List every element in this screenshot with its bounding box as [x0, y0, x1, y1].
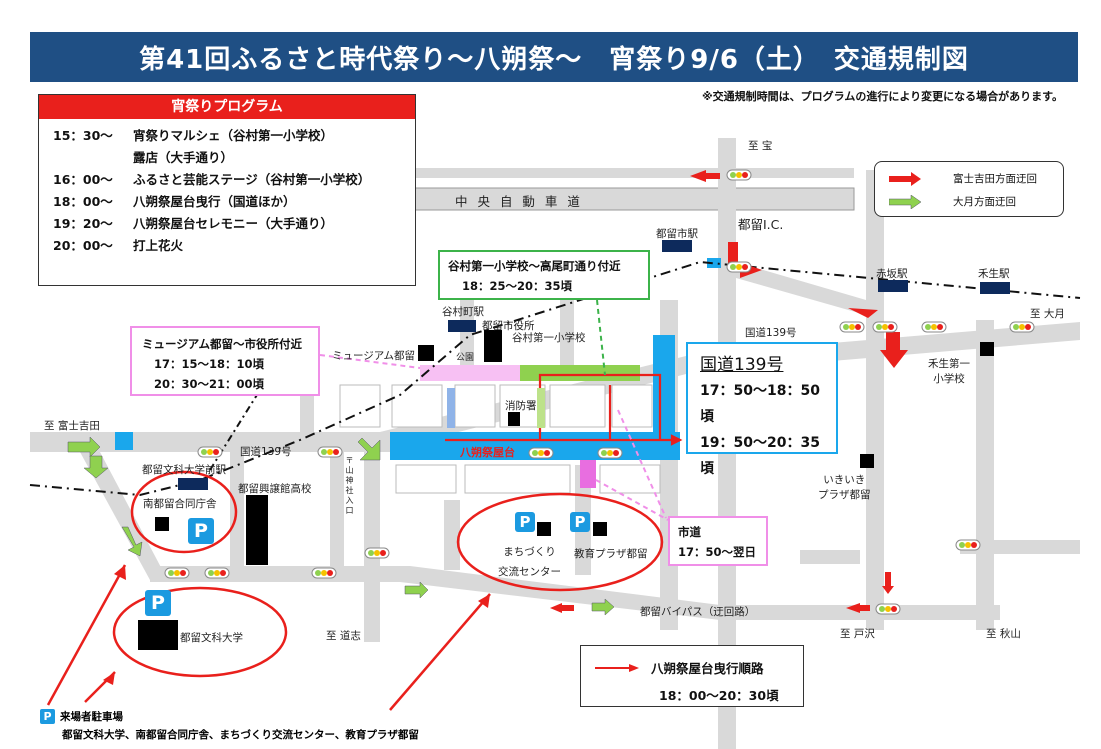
city-blocks: [339, 384, 661, 494]
label-expressway: 中 央 自 動 車 道: [455, 194, 583, 209]
callout-museum: ミュージアム都留〜市役所付近 17：15〜18：10頃 20：30〜21：00頃: [130, 326, 320, 396]
program-item: 露店（大手通り）: [133, 150, 234, 165]
label-park: 公園: [456, 353, 475, 363]
page-title: 第41回ふるさと時代祭り〜八朔祭〜 宵祭り9/6（土） 交通規制図: [30, 32, 1078, 82]
program-box: 宵祭りプログラム 15：30〜宵祭りマルシェ（谷村第一小学校） 露店（大手通り）…: [38, 94, 416, 286]
program-header: 宵祭りプログラム: [39, 95, 415, 119]
green-callout-line: [596, 299, 606, 376]
label-yamuramachi-station: 谷村町駅: [442, 306, 484, 318]
callout-route139: 国道139号 17：50〜18：50頃 19：50〜20：35頃: [686, 342, 838, 477]
label-koujou-hs: 都留興譲館高校: [238, 483, 312, 495]
label-route139-west: 国道139号: [240, 446, 292, 458]
label-museum: ミュージアム都留: [332, 350, 416, 362]
green-segment: [520, 365, 640, 381]
yatai-route: [445, 373, 683, 446]
green-arrow-icon: [889, 194, 922, 209]
label-tsurushi-station: 都留市駅: [656, 228, 698, 240]
label-fire-station: 消防署: [505, 400, 537, 412]
label-kyouiku: 教育プラザ都留: [574, 548, 648, 560]
pink-callout-lines: [319, 354, 669, 521]
label-tsuru-ic: 都留I.C.: [738, 217, 784, 232]
program-item: 19：20〜八朔祭屋台セレモニー（大手通り）: [53, 216, 334, 231]
label-ikiiki: いきいきプラザ都留: [818, 474, 871, 501]
label-machizukuri: まちづくり交流センター: [498, 546, 561, 578]
label-to-takara: 至 宝: [748, 140, 773, 152]
label-to-akiyama: 至 秋山: [986, 628, 1021, 640]
label-to-fujiyoshida: 至 富士吉田: [44, 420, 100, 432]
label-yamura-school: 谷村第一小学校: [512, 332, 586, 344]
callout-citystreet: 市道 17：50〜翌日: [668, 516, 768, 566]
arrowheads: [103, 565, 490, 685]
parking-icon: P: [515, 512, 535, 532]
label-akasaka-station: 赤坂駅: [876, 268, 908, 280]
city-street-segment: [580, 460, 596, 488]
label-shrine-road: 〒山神社入口: [345, 456, 354, 516]
route-arrow-icon: [595, 663, 639, 672]
label-bypass: 都留バイパス（迂回路）: [640, 606, 756, 618]
detour-legend: 富士吉田方面迂回 大月方面迂回: [874, 161, 1064, 217]
program-list: 15：30〜宵祭りマルシェ（谷村第一小学校） 露店（大手通り） 16：00〜ふる…: [39, 119, 415, 257]
red-arrow-icon: [889, 171, 921, 186]
label-city-office: 都留市役所: [482, 320, 535, 332]
program-item: 15：30〜宵祭りマルシェ（谷村第一小学校）: [53, 128, 334, 143]
program-item: 20：00〜打上花火: [53, 238, 184, 253]
parking-pointer-arrows: [46, 564, 491, 711]
program-item: 18：00〜八朔祭屋台曳行（国道ほか）: [53, 194, 296, 209]
label-to-tosawa: 至 戸沢: [840, 628, 875, 640]
label-minamitsuru: 南都留合同庁舎: [143, 498, 217, 510]
label-bunkadai-station: 都留文科大学前駅: [142, 464, 226, 476]
pink-segment: [420, 365, 520, 381]
label-kasei-station: 禾生駅: [978, 268, 1010, 280]
label-to-otsuki: 至 大月: [1030, 308, 1065, 320]
callout-yamura: 谷村第一小学校〜高尾町通り付近 18：25〜20：35頃: [438, 250, 650, 300]
regulation-note: ※交通規制時間は、プログラムの進行により変更になる場合があります。: [701, 90, 1063, 103]
route-legend: 八朔祭屋台曳行順路 18：00〜20：30頃: [580, 645, 804, 707]
parking-icon: P: [145, 590, 171, 616]
parking-icon: P: [40, 709, 55, 724]
parking-icon: P: [570, 512, 590, 532]
label-route139-east: 国道139号: [745, 327, 797, 339]
program-item: 16：00〜ふるさと芸能ステージ（谷村第一小学校）: [53, 172, 371, 187]
label-kasei-school: 禾生第一小学校: [928, 358, 970, 385]
label-yatai: 八朔祭屋台: [460, 446, 515, 459]
label-bunkadai: 都留文科大学: [180, 632, 243, 644]
label-to-doshi: 至 道志: [326, 630, 361, 642]
parking-icon: P: [188, 518, 214, 544]
